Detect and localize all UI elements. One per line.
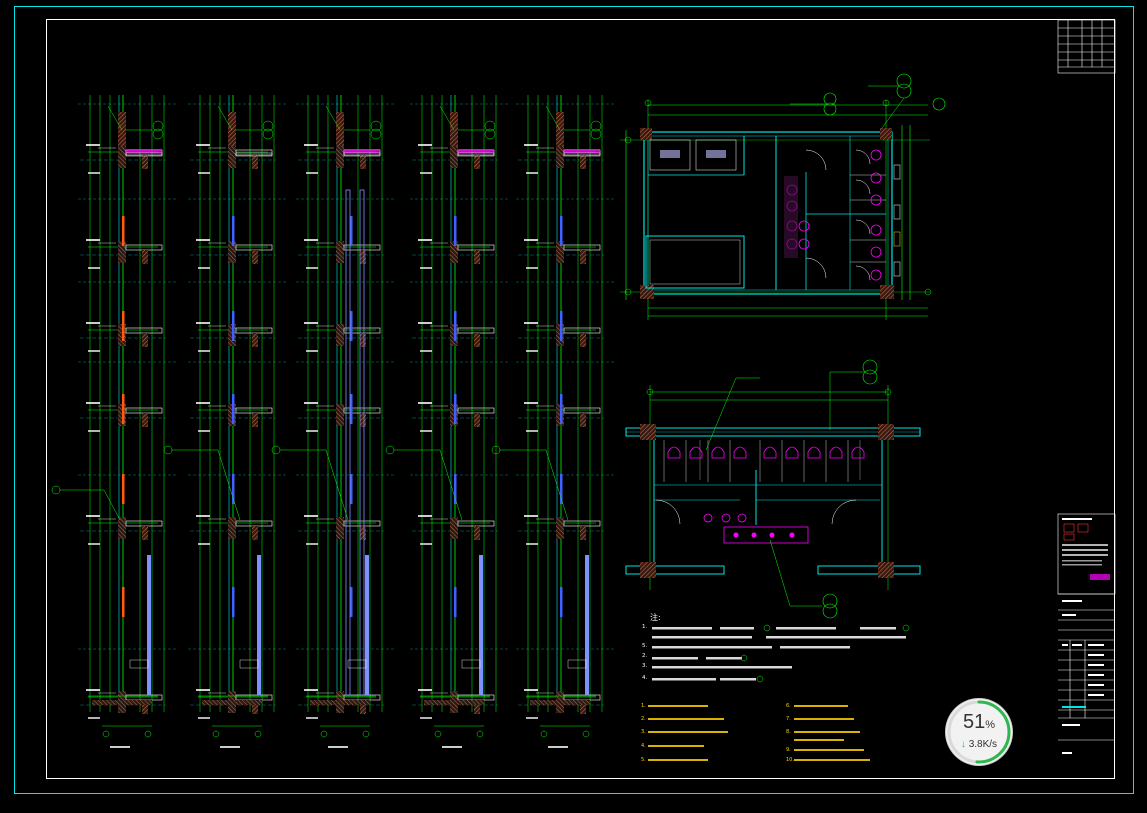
- toilet-plan-top: [620, 73, 946, 320]
- yellow-note-2: 2.: [641, 716, 646, 722]
- drawing-frame: [46, 19, 1115, 779]
- progress-rate: ↓ 3.8K/s: [946, 739, 1012, 750]
- note-item-1: 1.: [642, 624, 648, 630]
- title-block-text-marks: [1062, 518, 1110, 754]
- download-arrow-icon: ↓: [960, 739, 966, 750]
- progress-percent-sign: %: [985, 719, 996, 731]
- title-block: [1057, 19, 1116, 741]
- toilet-elevation: [625, 359, 921, 619]
- progress-percent: 51%: [946, 711, 1012, 734]
- progress-ring-icon: [947, 700, 1011, 764]
- note-item-5: 5.: [642, 643, 648, 649]
- yellow-note-1: 1.: [641, 703, 646, 709]
- yellow-note-3: 3.: [641, 729, 646, 735]
- progress-rate-value: 3.8K/s: [968, 739, 998, 750]
- note-item-3: 3.: [642, 663, 648, 669]
- yellow-note-5: 5.: [641, 757, 646, 763]
- notes-heading: 注:: [650, 613, 661, 622]
- note-item-4: 4.: [642, 675, 648, 681]
- wall-sections-group: [51, 95, 616, 748]
- download-progress-widget[interactable]: 51% ↓ 3.8K/s: [946, 699, 1012, 765]
- yellow-note-8: 8.: [786, 729, 791, 735]
- progress-percent-number: 51: [962, 711, 986, 733]
- yellow-note-9: 9.: [786, 747, 791, 753]
- yellow-note-7: 7.: [786, 716, 791, 722]
- yellow-note-10: 10.: [786, 757, 794, 763]
- yellow-note-4: 4.: [641, 743, 646, 749]
- note-item-2: 2.: [642, 653, 648, 659]
- sheet-outer-border: [14, 6, 1134, 794]
- yellow-note-6: 6.: [786, 703, 791, 709]
